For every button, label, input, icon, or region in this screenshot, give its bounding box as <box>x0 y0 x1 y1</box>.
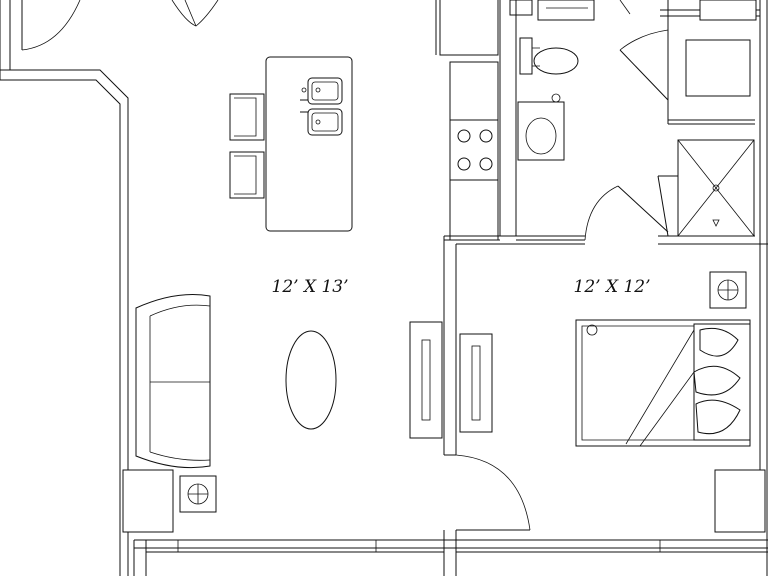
bedroom-door <box>444 454 531 531</box>
interior-walls <box>443 0 768 576</box>
closet <box>685 0 757 97</box>
entry-door <box>21 0 81 51</box>
bar-stools <box>229 93 265 199</box>
laundry <box>537 0 631 21</box>
kitchen-island <box>265 56 353 232</box>
vent-living <box>179 475 217 513</box>
media-console <box>409 321 493 439</box>
kitchen-counter <box>435 0 533 241</box>
columns <box>122 469 766 533</box>
bedroom-dimensions: 12’ X 12’ <box>574 277 651 297</box>
bath-doors <box>584 29 669 241</box>
bath-sink <box>517 93 565 161</box>
coffee-table <box>285 330 337 430</box>
shower <box>657 139 755 237</box>
vent-bedroom <box>709 271 747 309</box>
sofa <box>135 294 211 469</box>
top-fixture <box>171 0 219 27</box>
toilet <box>519 37 579 75</box>
window-wall <box>133 539 768 576</box>
bed <box>575 319 751 447</box>
living-room-dimensions: 12’ X 13’ <box>272 277 349 297</box>
